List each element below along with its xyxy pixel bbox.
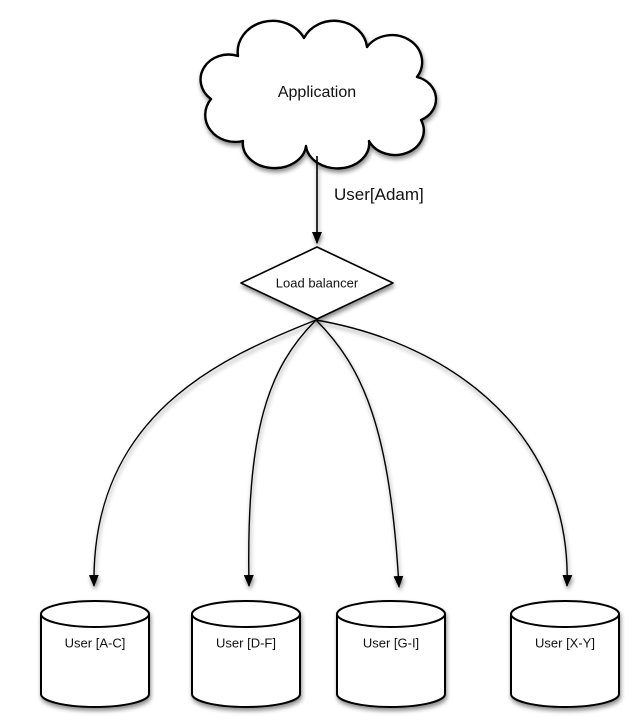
load-balancer-diamond-shape <box>240 246 394 320</box>
shard-label-d-f: User [D-F] <box>216 635 276 651</box>
lb-to-shard2-arrow <box>243 319 317 587</box>
lb-to-shard4-arrow <box>315 319 573 587</box>
application-cloud-shape <box>199 19 438 170</box>
lb-to-shard1-arrow <box>88 319 317 587</box>
shard-label-a-c: User [A-C] <box>64 635 126 651</box>
shard-cylinder-1 <box>40 600 150 708</box>
load-balancer-label: Load balancer <box>275 275 359 291</box>
request-edge-label: User[Adam] <box>334 185 424 204</box>
shard-cylinder-2 <box>191 600 301 708</box>
shard-label-x-y: User [X-Y] <box>535 635 595 651</box>
shard-cylinder-3 <box>336 600 446 708</box>
lb-to-shard3-arrow <box>315 319 404 588</box>
shard-cylinder-4 <box>510 600 620 708</box>
application-label: Application <box>277 84 357 101</box>
shard-label-g-i: User [G-I] <box>362 635 420 651</box>
